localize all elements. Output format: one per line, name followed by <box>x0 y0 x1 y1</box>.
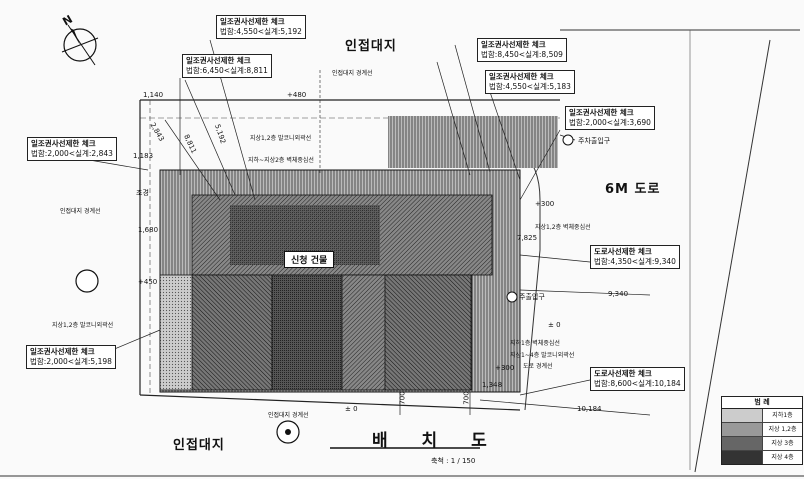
callout-value: 법함:4,550<실계:5,183 <box>489 82 571 91</box>
legend-row: 지하1층 <box>722 409 802 423</box>
legend-swatch <box>722 423 763 436</box>
legend: 범 례 지하1층 지상 1,2층 지상 3층 지상 4층 <box>721 396 803 465</box>
callout-value: 법함:8,600<실계:10,184 <box>594 379 681 388</box>
callout-value: 법함:2,000<실계:5,198 <box>30 357 112 366</box>
dimension: ± 0 <box>548 321 561 329</box>
callout-road-2: 도로사선제한 체크 법함:8,600<실계:10,184 <box>590 367 685 391</box>
callout-value: 법함:6,450<실계:8,811 <box>186 66 268 75</box>
callout-title: 도로사선제한 체크 <box>594 369 652 378</box>
callout-title: 일조권사선제한 체크 <box>31 139 96 148</box>
callout-title: 일조권사선제한 체크 <box>481 40 546 49</box>
note: 지상1,2층 발코니외곽선 <box>250 135 312 142</box>
note: 인접대지 경계선 <box>60 208 101 215</box>
legend-row: 지상 4층 <box>722 451 802 464</box>
building-label: 신청 건물 <box>284 251 335 268</box>
note: 인접대지 경계선 <box>268 412 309 419</box>
note: 인접대지 경계선 <box>332 70 373 77</box>
callout-title: 일조권사선제한 체크 <box>569 108 634 117</box>
legend-text: 지상 3층 <box>771 440 794 447</box>
legend-row: 지상 1,2층 <box>722 423 802 437</box>
note: 도로 경계선 <box>523 363 553 370</box>
landscape-label: 조경 <box>136 189 149 197</box>
callout-value: 법함:2,000<실계:3,690 <box>569 118 651 127</box>
callout-sunlight-2: 일조권사선제한 체크 법함:6,450<실계:8,811 <box>182 54 272 78</box>
callout-sunlight-1: 일조권사선제한 체크 법함:4,550<실계:5,192 <box>216 15 306 39</box>
legend-text: 지상 1,2층 <box>768 426 797 433</box>
callout-sunlight-5: 일조권사선제한 체크 법함:2,000<실계:3,690 <box>565 106 655 130</box>
callout-value: 법함:4,550<실계:5,192 <box>220 27 302 36</box>
note: 지하~지상2층 벽체중심선 <box>248 157 314 164</box>
drawing-title: 배 치 도 <box>372 431 501 451</box>
callout-sunlight-4: 일조권사선제한 체크 법함:4,550<실계:5,183 <box>485 70 575 94</box>
dimension: +480 <box>287 91 307 99</box>
callout-value: 법함:2,000<실계:2,843 <box>31 149 113 158</box>
callout-sunlight-7: 일조권사선제한 체크 법함:2,000<실계:5,198 <box>26 345 116 369</box>
dimension: 1,348 <box>482 381 503 389</box>
callout-title: 도로사선제한 체크 <box>594 247 652 256</box>
dimension: ± 0 <box>345 405 358 413</box>
callout-title: 일조권사선제한 체크 <box>30 347 95 356</box>
callout-sunlight-6: 일조권사선제한 체크 법함:2,000<실계:2,843 <box>27 137 117 161</box>
callout-title: 일조권사선제한 체크 <box>186 56 251 65</box>
note: 지하1층 벽체중심선 <box>510 340 560 347</box>
legend-swatch <box>722 451 763 464</box>
legend-swatch <box>722 437 763 450</box>
note: 지상1,2층 발코니외곽선 <box>52 322 114 329</box>
legend-header: 범 례 <box>722 397 802 409</box>
dimension: 1,680 <box>138 226 159 234</box>
legend-swatch <box>722 409 763 422</box>
dimension: 700 <box>462 391 471 405</box>
dimension: 1,183 <box>133 152 154 160</box>
dimension: 10,184 <box>577 405 602 413</box>
note: 지상1,2층 벽체중심선 <box>535 224 591 231</box>
dimension: +450 <box>138 278 158 286</box>
dimension: +300 <box>495 364 515 372</box>
callout-sunlight-3: 일조권사선제한 체크 법함:8,450<실계:8,509 <box>477 38 567 62</box>
adjacent-lot-top-label: 인접대지 <box>345 39 397 54</box>
callout-title: 일조권사선제한 체크 <box>489 72 554 81</box>
dimension: 1,140 <box>143 91 164 99</box>
callout-value: 법함:8,450<실계:8,509 <box>481 50 563 59</box>
road-label: 6M 도로 <box>605 182 661 197</box>
note: 지상1~4층 발코니외곽선 <box>510 352 575 359</box>
dimension: 700 <box>398 391 407 405</box>
callout-title: 일조권사선제한 체크 <box>220 17 285 26</box>
drawing-scale: 축척 : 1 / 150 <box>431 457 476 465</box>
callout-road-1: 도로사선제한 체크 법함:4,350<실계:9,340 <box>590 245 680 269</box>
legend-text: 지상 4층 <box>771 454 794 461</box>
dimension: 7,825 <box>517 234 538 242</box>
callout-value: 법함:4,350<실계:9,340 <box>594 257 676 266</box>
legend-row: 지상 3층 <box>722 437 802 451</box>
legend-text: 지하1층 <box>772 412 793 419</box>
parking-entrance-label: 주차출입구 <box>578 137 611 145</box>
main-entrance-label: 주출입구 <box>519 293 545 301</box>
dimension: +300 <box>535 200 555 208</box>
dimension: 9,340 <box>608 290 629 298</box>
adjacent-lot-bottom-label: 인접대지 <box>173 438 225 453</box>
